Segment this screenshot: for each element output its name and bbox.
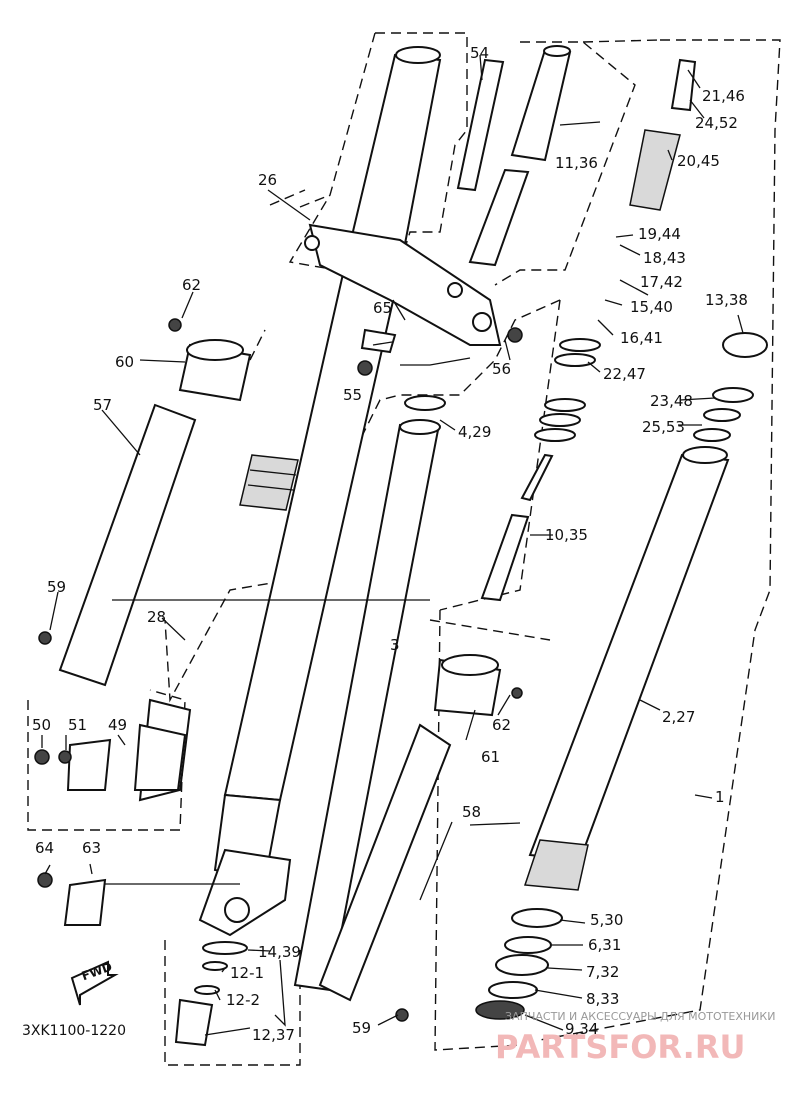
callout-28: 28 bbox=[147, 608, 166, 626]
callout-5-30: 5,30 bbox=[590, 911, 623, 929]
springs-washers bbox=[174, 332, 768, 1047]
callout-2-27: 2,27 bbox=[662, 708, 695, 726]
callout-11-36: 11,36 bbox=[555, 154, 598, 172]
callout-19-44: 19,44 bbox=[638, 225, 681, 243]
callout-18-43: 18,43 bbox=[643, 249, 686, 267]
callout-65: 65 bbox=[373, 299, 392, 317]
callout-60: 60 bbox=[115, 353, 134, 371]
callout-57: 57 bbox=[93, 396, 112, 414]
callout-12-37: 12,37 bbox=[252, 1026, 295, 1044]
callout-23-48: 23,48 bbox=[650, 392, 693, 410]
fwd-arrow-icon bbox=[70, 960, 119, 1006]
callout-63: 63 bbox=[82, 839, 101, 857]
callout-59-bottom: 59 bbox=[352, 1019, 371, 1037]
callout-16-41: 16,41 bbox=[620, 329, 663, 347]
callout-54: 54 bbox=[470, 44, 489, 62]
callout-64: 64 bbox=[35, 839, 54, 857]
callout-24-52: 24,52 bbox=[695, 114, 738, 132]
diagram-code: 3XK1100-1220 bbox=[22, 1023, 126, 1039]
callout-3: 3 bbox=[390, 636, 400, 654]
callout-56: 56 bbox=[492, 360, 511, 378]
watermark-tagline: ЗАПЧАСТИ И АКСЕССУАРЫ ДЛЯ МОТОТЕХНИКИ bbox=[505, 1010, 775, 1023]
callout-6-31: 6,31 bbox=[588, 936, 621, 954]
callout-51: 51 bbox=[68, 716, 87, 734]
callout-14-39: 14,39 bbox=[258, 943, 301, 961]
callout-55: 55 bbox=[343, 386, 362, 404]
callout-62-bottom: 62 bbox=[492, 716, 511, 734]
callout-13-38: 13,38 bbox=[705, 291, 748, 309]
callout-7-32: 7,32 bbox=[586, 963, 619, 981]
callout-8-33: 8,33 bbox=[586, 990, 619, 1008]
rod-assembly bbox=[456, 45, 697, 602]
callout-9-34: 9,34 bbox=[565, 1020, 598, 1038]
callout-61: 61 bbox=[481, 748, 500, 766]
callout-10-35: 10,35 bbox=[545, 526, 588, 544]
callout-25-53: 25,53 bbox=[642, 418, 685, 436]
callout-21-46: 21,46 bbox=[702, 87, 745, 105]
fork-guards bbox=[58, 403, 452, 1002]
callout-15-40: 15,40 bbox=[630, 298, 673, 316]
fork-leg-bottom-left bbox=[133, 698, 292, 937]
callout-59-left: 59 bbox=[47, 578, 66, 596]
upper-bracket bbox=[304, 223, 502, 346]
callout-12-2: 12-2 bbox=[226, 991, 260, 1009]
callout-49: 49 bbox=[108, 716, 127, 734]
callout-26: 26 bbox=[258, 171, 277, 189]
watermark-logo: PARTSFOR.RU bbox=[495, 1028, 745, 1066]
callout-62-top: 62 bbox=[182, 276, 201, 294]
callout-labels: 1 2,27 3 4,29 5,30 6,31 7,32 8,33 9,34 1… bbox=[32, 44, 748, 1044]
callout-17-42: 17,42 bbox=[640, 273, 683, 291]
callout-12-1: 12-1 bbox=[230, 964, 264, 982]
callout-22-47: 22,47 bbox=[603, 365, 646, 383]
callout-4-29: 4,29 bbox=[458, 423, 491, 441]
callout-58: 58 bbox=[462, 803, 481, 821]
outer-tube-right bbox=[523, 446, 730, 891]
callout-1: 1 bbox=[715, 788, 725, 806]
clamps-bolts bbox=[34, 318, 523, 1022]
callout-50: 50 bbox=[32, 716, 51, 734]
leader-lines bbox=[41, 54, 744, 1036]
callout-20-45: 20,45 bbox=[677, 152, 720, 170]
